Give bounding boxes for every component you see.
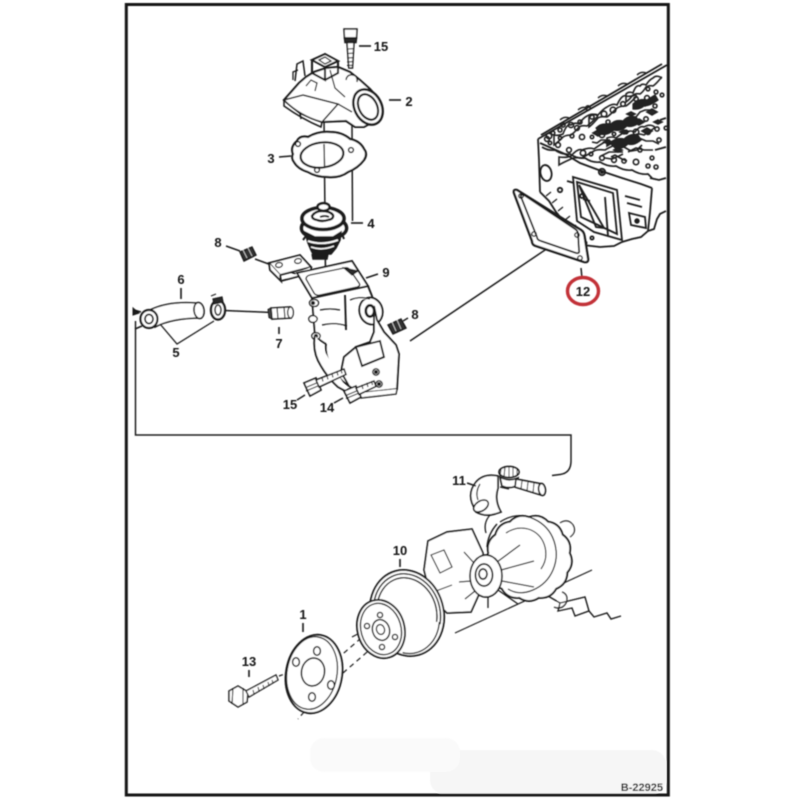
svg-text:7: 7 bbox=[275, 336, 282, 351]
svg-text:11: 11 bbox=[452, 473, 466, 488]
svg-text:B-22925: B-22925 bbox=[621, 782, 663, 794]
svg-text:14: 14 bbox=[320, 400, 335, 415]
svg-text:8: 8 bbox=[411, 307, 418, 322]
svg-text:12: 12 bbox=[576, 284, 590, 299]
svg-text:8: 8 bbox=[214, 235, 221, 250]
svg-text:1: 1 bbox=[299, 607, 306, 622]
svg-text:15: 15 bbox=[374, 39, 388, 54]
svg-text:5: 5 bbox=[172, 345, 179, 360]
svg-text:10: 10 bbox=[393, 543, 407, 558]
svg-text:3: 3 bbox=[267, 151, 274, 166]
svg-text:13: 13 bbox=[242, 654, 256, 669]
svg-text:6: 6 bbox=[177, 272, 184, 287]
svg-text:15: 15 bbox=[283, 397, 297, 412]
svg-text:9: 9 bbox=[382, 265, 389, 280]
svg-text:4: 4 bbox=[367, 216, 375, 231]
svg-text:2: 2 bbox=[405, 94, 412, 109]
